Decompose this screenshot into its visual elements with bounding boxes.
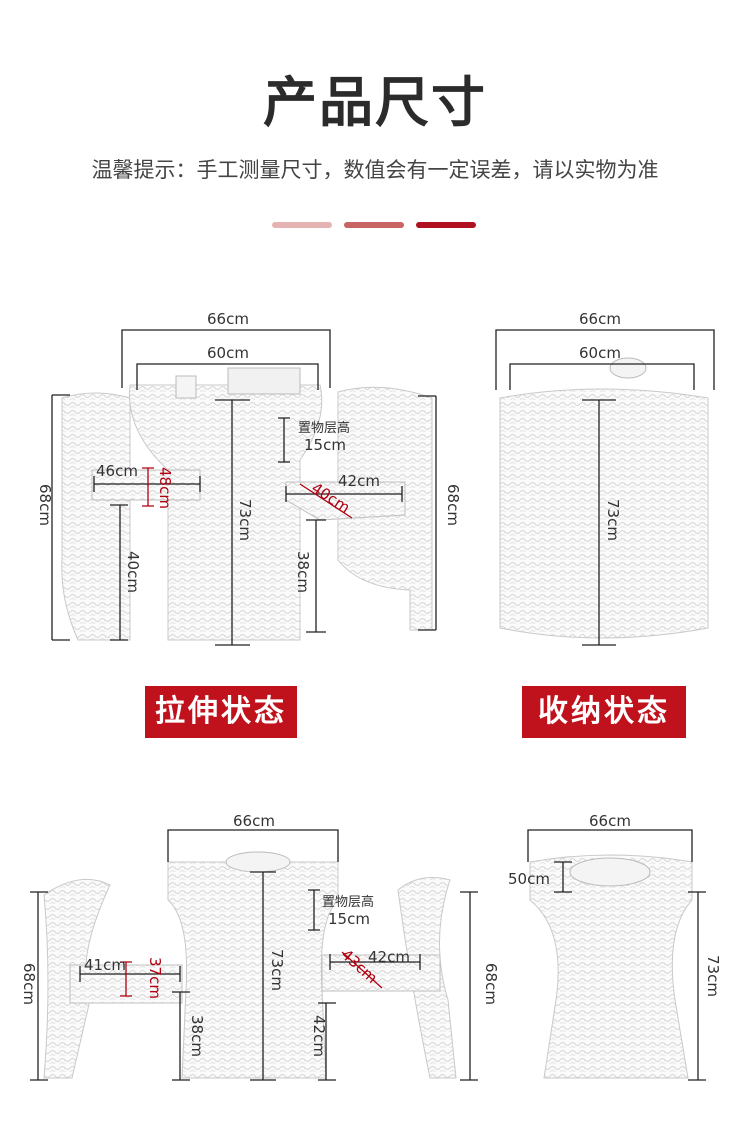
p3-table-height: 73cm (268, 949, 286, 991)
p2-height: 73cm (604, 499, 622, 541)
decor-bar-3 (416, 222, 476, 228)
p1-table-height: 73cm (236, 499, 254, 541)
p1-chair-height-right: 68cm (444, 484, 462, 526)
page-title: 产品尺寸 (263, 71, 487, 134)
dim-lines-panel3 (30, 829, 478, 1081)
p3-chair-height-right: 68cm (482, 963, 500, 1005)
p4-width: 66cm (589, 812, 631, 830)
p3-shelf-height: 15cm (328, 910, 370, 928)
panel-extended-front: 66cm 置物层高 15cm 41cm 37cm 42cm 43cm 73cm … (20, 812, 500, 1081)
badge-extended: 拉伸状态 (145, 686, 297, 738)
panel-extended: 66cm 60cm 置物层高 15cm 46cm 48cm 42cm 40cm … (36, 310, 462, 646)
p3-width: 66cm (233, 812, 275, 830)
p3-seat-height-right: 42cm (310, 1015, 328, 1057)
seat-left (91, 469, 201, 501)
dim-lines-panel3-red (120, 951, 383, 997)
p3-seat-depth-left: 37cm (146, 957, 164, 999)
dim-lines-panel1 (51, 329, 437, 646)
badge-stored: 收纳状态 (522, 686, 686, 738)
stored-decor (609, 357, 647, 379)
p3-seat-height-left: 38cm (188, 1015, 206, 1057)
p1-shelf-height: 15cm (304, 436, 346, 454)
table-glass (175, 375, 197, 399)
table-2-decor (225, 851, 291, 873)
table-books (227, 367, 301, 395)
panel-stored-front: 66cm 50cm 73cm (508, 812, 722, 1081)
p3-seat-width-left: 41cm (84, 956, 126, 974)
p1-seat-height-left: 40cm (124, 551, 142, 593)
p4-top-depth: 50cm (508, 870, 550, 888)
decor-bar-2 (344, 222, 404, 228)
chair-left (61, 392, 131, 641)
p1-chair-height-left: 68cm (36, 484, 54, 526)
panel-stored: 66cm 60cm 73cm (495, 310, 715, 646)
p3-shelf-label: 置物层高 (322, 894, 374, 910)
p4-height: 73cm (704, 955, 722, 997)
p2-width-inner: 60cm (579, 344, 621, 362)
decorative-bars (272, 222, 478, 228)
p1-seat-height-right: 38cm (294, 551, 312, 593)
p1-width-outer: 66cm (207, 310, 249, 328)
stored-cylinder (499, 388, 709, 639)
dim-lines-panel4 (527, 829, 706, 1081)
stored-table (529, 854, 693, 1079)
p1-seat-depth-left: 48cm (156, 467, 174, 509)
p1-seat-width-right: 42cm (338, 472, 380, 490)
p3-seat-width-right: 42cm (368, 948, 410, 966)
p2-width-outer: 66cm (579, 310, 621, 328)
dim-lines-panel2 (495, 329, 715, 646)
dim-lines-panel1-red (142, 467, 353, 519)
stored-table-decor (569, 857, 651, 887)
decor-bar-1 (272, 222, 332, 228)
p3-chair-height-left: 68cm (20, 963, 38, 1005)
page-subtitle: 温馨提示：手工测量尺寸，数值会有一定误差，请以实物为准 (91, 158, 659, 182)
p1-shelf-label: 置物层高 (298, 420, 350, 436)
p1-seat-width-left: 46cm (96, 462, 138, 480)
table (128, 384, 323, 641)
p1-width-inner: 60cm (207, 344, 249, 362)
